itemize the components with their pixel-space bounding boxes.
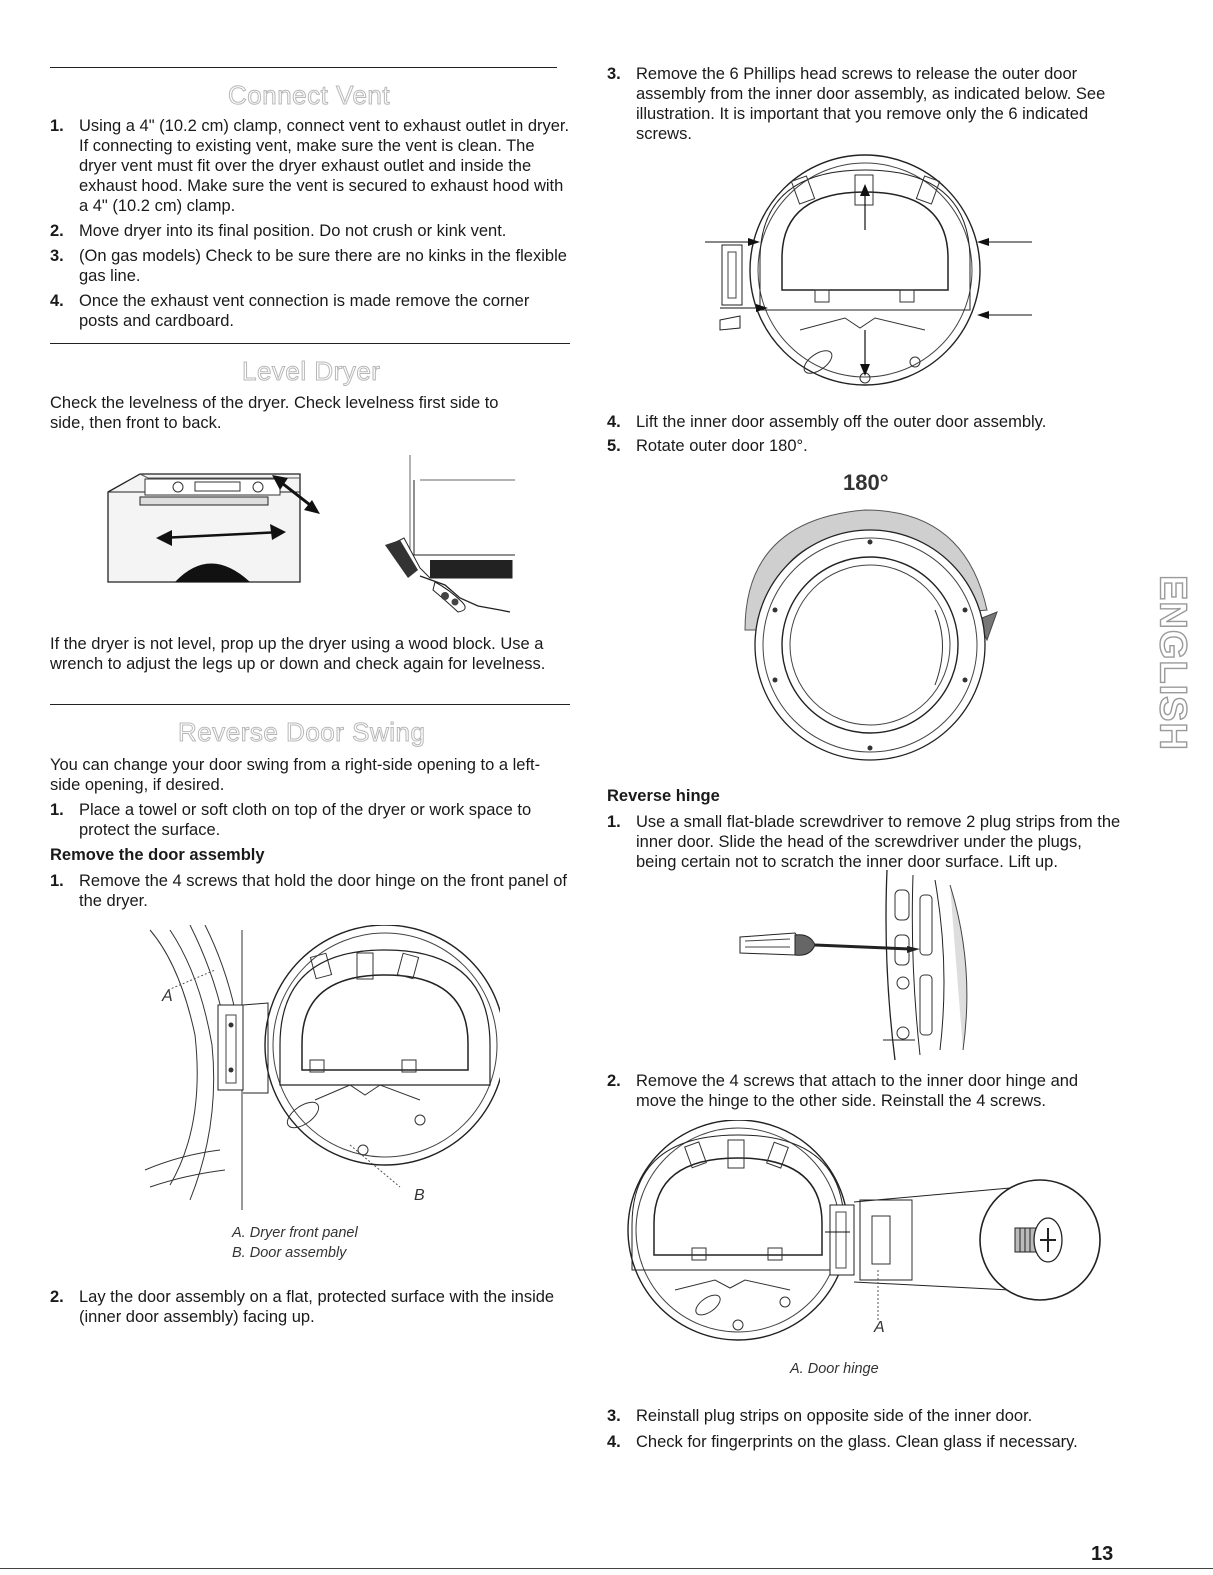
level-dryer-intro: Check the levelness of the dryer. Check …: [50, 394, 499, 432]
section-title-reverse-door: Reverse Door Swing: [177, 717, 426, 748]
right-step-5: 5.Rotate outer door 180°.: [607, 437, 808, 455]
remove-door-step-2: 2.Lay the door assembly on a flat, prote…: [50, 1288, 555, 1326]
outer-door-screws-illustration: [705, 154, 1032, 386]
fig-label-b: B: [414, 1187, 425, 1204]
hinge-caption: A. Door hinge: [790, 1361, 879, 1377]
step-3: 3.(On gas models) Check to be sure there…: [50, 247, 567, 285]
hinge-step-1: 1.Use a small flat-blade screwdriver to …: [607, 813, 1121, 871]
bottom-rule: [0, 1568, 1213, 1569]
right-step-4: 4.Lift the inner door assembly off the o…: [607, 413, 1047, 431]
rotate-label: 180°: [843, 470, 889, 495]
language-side-tab: ENGLISH: [1151, 574, 1194, 751]
rule-reverse-door: [50, 704, 570, 705]
remove-door-heading: Remove the door assembly: [50, 846, 265, 864]
step-4: 4.Once the exhaust vent connection is ma…: [50, 292, 530, 330]
hinge-label-a: A: [874, 1319, 885, 1336]
step-1: 1.Using a 4" (10.2 cm) clamp, connect ve…: [50, 117, 570, 215]
rotate-door-illustration: [744, 509, 998, 761]
section-title-connect-vent: Connect Vent: [227, 80, 391, 111]
connect-vent-steps: 1.Using a 4" (10.2 cm) clamp, connect ve…: [50, 116, 570, 331]
level-dryer-illustration: [107, 455, 515, 613]
step-2: 2.Move dryer into its final position. Do…: [50, 222, 507, 240]
remove-door-step-1: 1.Remove the 4 screws that hold the door…: [50, 872, 567, 910]
final-step-3: 3.Reinstall plug strips on opposite side…: [607, 1407, 1033, 1425]
fig-label-a: A: [162, 988, 173, 1005]
reverse-door-intro: You can change your door swing from a ri…: [50, 756, 541, 794]
door-assembly-illustration: [144, 925, 500, 1210]
door-hinge-illustration: [627, 1120, 1101, 1341]
rule-connect-vent: [50, 67, 557, 68]
level-dryer-after: If the dryer is not level, prop up the d…: [50, 635, 546, 673]
hinge-step-2: 2.Remove the 4 screws that attach to the…: [607, 1072, 1079, 1110]
section-title-level-dryer: Level Dryer: [241, 356, 381, 387]
right-step-3: 3.Remove the 6 Phillips head screws to r…: [607, 65, 1106, 143]
page-number: 13: [1091, 1543, 1114, 1565]
reverse-door-step-1: 1.Place a towel or soft cloth on top of …: [50, 801, 532, 839]
rule-level-dryer: [50, 343, 570, 344]
reverse-hinge-heading: Reverse hinge: [607, 787, 720, 805]
caption-b: B. Door assembly: [232, 1245, 347, 1261]
final-step-4: 4.Check for fingerprints on the glass. C…: [607, 1433, 1078, 1451]
plug-strip-illustration: [739, 869, 968, 1061]
caption-a: A. Dryer front panel: [232, 1225, 358, 1241]
